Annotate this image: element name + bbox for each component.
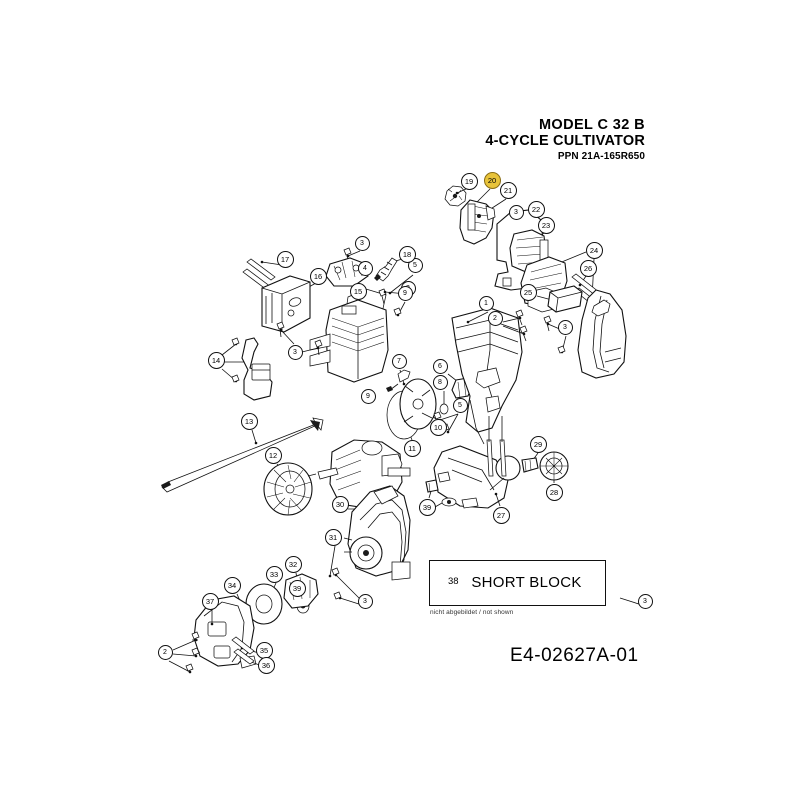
- part-handle-tubes: [486, 416, 507, 477]
- part-10-oil-seal-plate: [399, 378, 437, 430]
- part-15-muffler-gasket: [336, 310, 346, 318]
- callout-24[interactable]: 24: [585, 241, 603, 259]
- callout-3[interactable]: 3: [354, 235, 370, 251]
- callout-39[interactable]: 39: [418, 498, 436, 516]
- callout-10[interactable]: 10: [429, 418, 447, 436]
- callout-33[interactable]: 33: [265, 565, 283, 583]
- short-block-label: SHORT BLOCK: [471, 574, 582, 591]
- part-19-choke-plate: [444, 185, 467, 207]
- callout-30[interactable]: 30: [331, 495, 349, 513]
- part-6-oil-fill-cap: [451, 377, 473, 399]
- callout-29[interactable]: 29: [529, 435, 547, 453]
- callout-9[interactable]: 9: [360, 388, 376, 404]
- part-17-muffler-bolts: [242, 258, 276, 291]
- short-block-footnote: nicht abgebildet / not shown: [430, 609, 514, 616]
- callout-21[interactable]: 21: [499, 181, 517, 199]
- callout-19[interactable]: 19: [460, 172, 478, 190]
- part-14-throttle-control: [231, 337, 273, 401]
- callout-3[interactable]: 3: [557, 319, 573, 335]
- callout-12[interactable]: 12: [264, 446, 282, 464]
- callout-11[interactable]: 11: [403, 439, 421, 457]
- callout-3[interactable]: 3: [357, 593, 373, 609]
- title-block: MODEL C 32 B 4-CYCLE CULTIVATOR PPN 21A-…: [485, 118, 645, 163]
- callout-2[interactable]: 2: [157, 644, 173, 660]
- callout-13[interactable]: 13: [240, 412, 258, 430]
- callout-18[interactable]: 18: [398, 245, 416, 263]
- callout-35[interactable]: 35: [255, 641, 273, 659]
- callout-9[interactable]: 9: [397, 285, 413, 301]
- part-engine-cylinder-block: [309, 299, 389, 383]
- part-3-screws-fan: [331, 567, 342, 600]
- part-16-muffler: [261, 275, 311, 333]
- callout-3[interactable]: 3: [508, 204, 524, 220]
- machine-type: 4-CYCLE CULTIVATOR: [485, 133, 645, 149]
- callout-16[interactable]: 16: [309, 267, 327, 285]
- callout-28[interactable]: 28: [545, 483, 563, 501]
- part-13-throttle-rod: [161, 417, 324, 493]
- callout-23[interactable]: 23: [537, 216, 555, 234]
- callout-32[interactable]: 32: [284, 555, 302, 573]
- callout-39[interactable]: 39: [288, 579, 306, 597]
- callout-8[interactable]: 8: [432, 374, 448, 390]
- callout-31[interactable]: 31: [324, 528, 342, 546]
- part-7-oil-dipstick: [386, 369, 411, 392]
- callout-27[interactable]: 27: [492, 506, 510, 524]
- part-11-crankcase-gasket: [386, 390, 422, 440]
- part-3-screw-cylinder-top: [343, 247, 352, 263]
- callout-22[interactable]: 22: [527, 200, 545, 218]
- short-block-legend-box: 38 SHORT BLOCK: [429, 560, 606, 606]
- part-2-bolts-bottom: [185, 631, 200, 672]
- model-name: MODEL C 32 B: [538, 117, 645, 133]
- part-1-fuel-tank-housing: [451, 307, 523, 445]
- callout-17[interactable]: 17: [276, 250, 294, 268]
- part-18-spark-plug: [374, 257, 398, 282]
- part-28-starter-pulley: [539, 451, 569, 481]
- callout-37[interactable]: 37: [201, 592, 219, 610]
- part-3-screw-carb: [497, 220, 506, 234]
- part-35-36-bolts: [231, 636, 255, 665]
- short-block-item-number: 38: [448, 576, 459, 587]
- part-12-flywheel: [263, 462, 313, 516]
- part-22-air-filter-housing: [494, 209, 544, 291]
- part-23-air-filter-element: [509, 229, 549, 273]
- callout-1[interactable]: 1: [478, 295, 494, 311]
- ppn-number: PPN 21A-165R650: [557, 151, 645, 162]
- part-29-clamp: [521, 457, 539, 473]
- callout-34[interactable]: 34: [223, 576, 241, 594]
- callout-5[interactable]: 5: [452, 397, 468, 413]
- drawing-number: E4-02627A-01: [510, 645, 639, 666]
- callout-36[interactable]: 36: [257, 656, 275, 674]
- callout-20[interactable]: 20: [483, 171, 501, 189]
- part-26-long-bolts: [571, 273, 608, 314]
- callout-6[interactable]: 6: [432, 358, 448, 374]
- part-27-handle-bracket: [433, 445, 521, 509]
- part-30-fan-housing: [343, 485, 411, 581]
- callout-3[interactable]: 3: [637, 593, 653, 609]
- part-39-washer-right: [425, 479, 439, 493]
- callout-14[interactable]: 14: [207, 351, 225, 369]
- callout-25[interactable]: 25: [519, 283, 537, 301]
- part-21-carburetor: [459, 199, 496, 245]
- callout-26[interactable]: 26: [579, 259, 597, 277]
- part-39-washer-left: [296, 598, 310, 614]
- callout-15[interactable]: 15: [349, 282, 367, 300]
- part-engine-shroud-right: [577, 289, 627, 379]
- part-crankcase-assembly: [307, 439, 411, 509]
- part-39-nut-right: [441, 497, 457, 507]
- part-2-screws-tank: [515, 309, 528, 342]
- part-25-spark-plug-cover: [547, 285, 583, 313]
- part-34-gear-housing: [192, 595, 257, 669]
- callout-7[interactable]: 7: [391, 353, 407, 369]
- callout-4[interactable]: 4: [357, 260, 373, 276]
- callout-3[interactable]: 3: [287, 344, 303, 360]
- part-8-oil-cap-oring: [439, 403, 449, 415]
- callout-2[interactable]: 2: [487, 310, 503, 326]
